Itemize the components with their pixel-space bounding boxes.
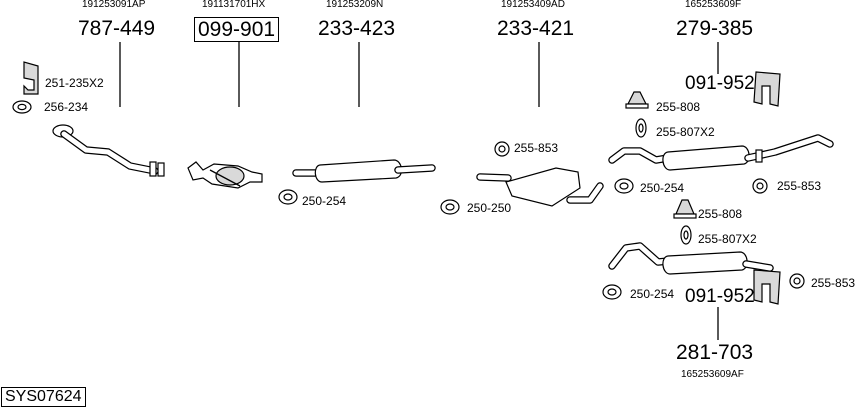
catalyst-099-901-icon — [187, 161, 263, 189]
clamp-250-250-icon — [440, 199, 460, 215]
gasket-256-234-icon — [12, 100, 32, 114]
oe-number: 191253209N — [326, 0, 384, 10]
part-label[interactable]: 255-807X2 — [698, 232, 757, 246]
bracket-091-952-icon — [753, 71, 781, 107]
oe-number: 191253409AD — [501, 0, 565, 10]
part-number[interactable]: 787-449 — [78, 17, 156, 40]
hanger-255-853-icon — [494, 141, 510, 157]
part-label[interactable]: 255-808 — [656, 100, 701, 114]
part-number[interactable]: 091-952 — [685, 286, 755, 307]
part-number[interactable]: 279-385 — [676, 17, 754, 40]
part-number[interactable]: 091-952 — [685, 73, 755, 94]
oe-number: 165253609AF — [681, 369, 744, 380]
rear-section-279-385-icon — [608, 134, 834, 171]
clamp-250-254-icon — [278, 189, 298, 205]
part-number[interactable]: 281-703 — [676, 341, 754, 364]
system-id-badge: SYS07624 — [1, 387, 86, 407]
oe-number: 191131701HX — [202, 0, 266, 10]
clamp-250-254-c-icon — [602, 284, 622, 300]
hanger-255-853-b-icon — [752, 178, 768, 194]
part-label[interactable]: 250-254 — [302, 194, 347, 208]
oe-number: 165253609F — [685, 0, 742, 10]
front-pipe-787-449-icon — [52, 124, 165, 177]
clamp-250-254-b-icon — [614, 178, 634, 194]
part-number[interactable]: 233-421 — [497, 17, 575, 40]
part-label[interactable]: 255-853 — [811, 276, 856, 290]
ring-255-807-icon — [635, 118, 647, 138]
part-number[interactable]: 233-423 — [318, 17, 396, 40]
part-label[interactable]: 250-250 — [467, 201, 512, 215]
ring-255-807-b-icon — [680, 225, 692, 245]
part-label[interactable]: 250-254 — [640, 181, 685, 195]
part-label[interactable]: 255-807X2 — [656, 125, 715, 139]
oe-number: 191253091AP — [82, 0, 146, 10]
bracket-091-952-b-icon — [753, 269, 781, 305]
part-label[interactable]: 256-234 — [44, 100, 89, 114]
part-number-highlighted[interactable]: 099-901 — [194, 17, 280, 42]
rear-muffler-233-421-icon — [476, 167, 604, 207]
rear-section-281-703-icon — [608, 242, 774, 275]
hanger-255-853-c-icon — [789, 273, 805, 289]
part-label[interactable]: 250-254 — [630, 287, 675, 301]
part-label[interactable]: 255-808 — [698, 207, 743, 221]
part-label[interactable]: 255-853 — [777, 179, 822, 193]
rubber-mount-255-808-b-icon — [673, 199, 697, 219]
middle-muffler-233-423-icon — [292, 159, 436, 183]
rubber-mount-255-808-icon — [625, 91, 649, 109]
part-label[interactable]: 255-853 — [514, 141, 559, 155]
clamp-251-235-icon — [23, 61, 39, 95]
part-label[interactable]: 251-235X2 — [45, 76, 104, 90]
